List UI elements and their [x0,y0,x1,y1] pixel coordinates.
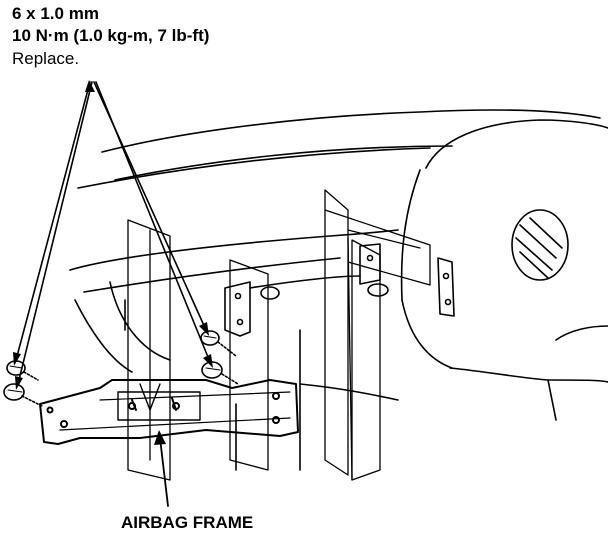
airbag-frame [39,379,299,445]
replace-note-label: Replace. [12,49,80,68]
callout-leaders [15,81,211,385]
airbag-frame-label: AIRBAG FRAME [121,513,254,532]
air-vent [511,209,569,281]
callout-arrowheads [13,80,213,390]
dashboard-outline [69,109,608,471]
airbag-frame-leader [154,430,169,507]
bolt-left-lower [3,383,43,407]
bolt-group-left [3,360,43,407]
mounting-bracket-left [224,275,361,337]
fastener-size-label: 6 x 1.0 mm [12,4,99,23]
mounting-bracket-right [359,243,455,317]
torque-spec-label: 10 N·m (1.0 kg-m, 7 lb-ft) [12,26,210,45]
